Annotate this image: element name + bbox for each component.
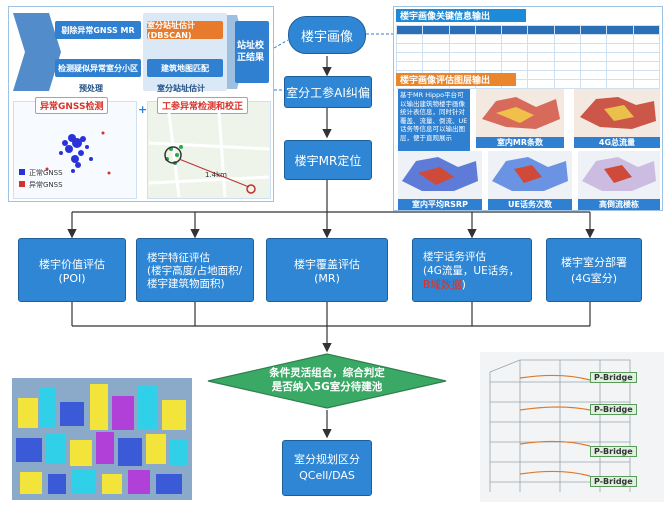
- portrait-table: [396, 25, 660, 89]
- flow-building-portrait: 楼宇画像: [288, 16, 366, 54]
- gnss-scatter: [19, 131, 111, 187]
- final-line-2: QCell/DAS: [299, 469, 355, 482]
- caption-preprocess: 预处理: [79, 84, 103, 93]
- portrait-output-panel: 楼宇画像关键信息输出 楼宇画像评估图层输出 基于MR Hippo平台可以输出建筑…: [393, 6, 663, 211]
- decision-line-2: 是否纳入5G室分待建池: [271, 381, 383, 393]
- city-3d-image: [12, 378, 192, 500]
- branch-sub: (MR): [314, 271, 340, 285]
- map-mr-count: 室内MR条数: [476, 89, 564, 148]
- preprocess-panel: 剔除异常GNSS MR 检测疑似异常室分小区 预处理 室分站址估计(DBSCAN…: [8, 6, 274, 202]
- branch-sub: (4G室分): [570, 272, 618, 285]
- branch-sub: (4G流量，UE话务，: [423, 264, 520, 277]
- branch-sub-line: (4G流量，UE话务，B域数据): [423, 264, 521, 292]
- branch-title: 楼宇话务评估: [423, 250, 486, 263]
- decision-diamond-shape: [207, 353, 447, 409]
- map-ue-calls: UE话务次数: [488, 151, 572, 210]
- eval-title: 楼宇画像评估图层输出: [396, 73, 516, 86]
- final-site-result: 站址校正结果: [235, 21, 269, 83]
- branch-highlight: B域数据: [423, 278, 462, 291]
- distance-label: 1.4km: [205, 171, 228, 179]
- map-caption: 高倒流楼栋: [578, 199, 660, 210]
- pbridge-label: P-Bridge: [590, 372, 637, 383]
- legend-normal: 正常GNSS: [29, 169, 63, 177]
- branch-title: 楼宇特征评估: [147, 251, 210, 264]
- param-map: [149, 113, 269, 197]
- flow-mr-location: 楼宇MR定位: [284, 140, 372, 180]
- panel-gnss-title: 异常GNSS检测: [35, 97, 109, 114]
- branch-coverage: 楼宇覆盖评估 (MR): [266, 238, 388, 302]
- map-4g-traffic: 4G总流量: [574, 89, 660, 148]
- branch-sub: (楼宇高度/占地面积/楼宇建筑物面积): [147, 264, 243, 290]
- map-high-backflow: 高倒流楼栋: [578, 151, 660, 210]
- flow-ai-correction: 室分工参AI纠偏: [284, 76, 372, 108]
- branch-title: 楼宇价值评估: [39, 257, 105, 271]
- decision-text: 条件灵活组合，综合判定 是否纳入5G室分待建池: [228, 366, 426, 394]
- final-line-1: 室分规划区分: [294, 453, 360, 466]
- map-caption: 室内MR条数: [476, 137, 564, 148]
- branch-traffic: 楼宇话务评估 (4G流量，UE话务，B域数据): [412, 238, 532, 302]
- branch-tail: ): [461, 278, 466, 291]
- pbridge-label: P-Bridge: [590, 476, 637, 487]
- table-title: 楼宇画像关键信息输出: [396, 9, 526, 22]
- step-map-match: 建筑地图匹配: [147, 59, 223, 77]
- building-pbridge-image: P-Bridge P-Bridge P-Bridge P-Bridge: [480, 352, 664, 502]
- map-indoor-rsrp: 室内平均RSRP: [398, 151, 482, 210]
- branch-sub: (POI): [58, 271, 86, 285]
- branch-value: 楼宇价值评估 (POI): [18, 238, 126, 302]
- branch-title: 楼宇覆盖评估: [294, 257, 360, 271]
- plus-sign: +: [138, 103, 148, 116]
- step-detect-cells: 检测疑似异常室分小区: [55, 59, 141, 77]
- branch-indoor-deploy: 楼宇室分部署 (4G室分): [546, 238, 642, 302]
- map-caption: UE话务次数: [488, 199, 572, 210]
- panel-param-title: 工参异常检测和校正: [157, 97, 249, 114]
- flow-final-plan: 室分规划区分 QCell/DAS: [282, 440, 372, 496]
- map-caption: 4G总流量: [574, 137, 660, 148]
- branch-features: 楼宇特征评估 (楼宇高度/占地面积/楼宇建筑物面积): [136, 238, 254, 302]
- branch-title: 楼宇室分部署: [561, 256, 627, 269]
- decision-line-1: 条件灵活组合，综合判定: [269, 367, 385, 379]
- step-dbscan: 室分站址估计(DBSCAN): [147, 21, 223, 40]
- pbridge-label: P-Bridge: [590, 404, 637, 415]
- pbridge-label: P-Bridge: [590, 446, 637, 457]
- caption-site-estimate: 室分站址估计: [157, 84, 205, 93]
- eval-description: 基于MR Hippo平台可以输出建筑物楼宇画像统计表信息，同时针对覆盖、流量、倒…: [398, 89, 470, 159]
- step-remove-gnss: 剔除异常GNSS MR: [55, 21, 141, 39]
- map-caption: 室内平均RSRP: [398, 199, 482, 210]
- legend-abnormal: 异常GNSS: [29, 181, 63, 189]
